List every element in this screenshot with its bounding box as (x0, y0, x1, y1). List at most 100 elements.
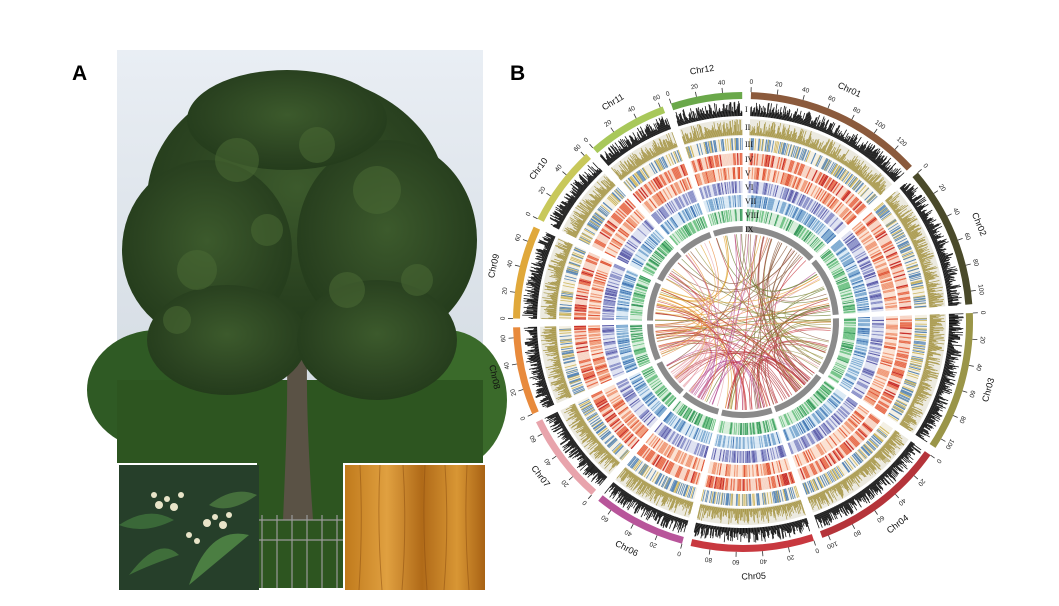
heatmap-cell (837, 357, 849, 363)
track-ii-bar (819, 148, 822, 152)
heatmap-cell (864, 275, 877, 281)
track-ii-bar (749, 508, 751, 515)
heatmap-cell (892, 369, 904, 375)
heatmap-cell (899, 332, 912, 335)
track-iii-mark (909, 363, 922, 368)
track-i-bar (887, 169, 894, 176)
track-i-bar (781, 105, 786, 120)
heatmap-cell (838, 251, 850, 260)
heatmap-cell (830, 371, 842, 379)
track-ii-bar (847, 476, 853, 485)
heatmap-cell (814, 393, 824, 403)
track-ii-bar (828, 488, 834, 498)
track-i-bar (948, 340, 956, 342)
track-ii-bar (774, 506, 777, 511)
track-i-bar (901, 453, 913, 464)
heatmap-cell (751, 436, 753, 449)
heatmap-cell (835, 203, 845, 214)
track-ii-bar (808, 497, 814, 511)
heatmap-cell (868, 350, 881, 355)
heatmap-cell (770, 213, 775, 225)
track-ii-bar (783, 504, 787, 514)
heatmap-cell (673, 449, 680, 462)
track-ii-bar (922, 373, 938, 379)
heatmap-cell (863, 270, 875, 277)
track-i-bar (866, 486, 875, 497)
track-iii-mark (803, 482, 809, 495)
heatmap-cell (774, 185, 779, 198)
heatmap-cell (883, 347, 896, 352)
track-iii-mark (633, 460, 642, 471)
heatmap-cell (864, 365, 876, 371)
track-i-bar (945, 360, 950, 363)
heatmap-cell (868, 390, 880, 398)
track-ii-bar (697, 504, 702, 519)
track-i-bar (814, 514, 818, 520)
track-i-bar (884, 470, 892, 478)
heatmap-cell (764, 434, 769, 447)
tick-label: 40 (759, 557, 767, 565)
heatmap-cell (760, 477, 764, 490)
track-i-bar (579, 452, 584, 456)
track-i-bar (826, 123, 832, 134)
track-i-bar (945, 358, 950, 361)
heatmap-cell (769, 419, 774, 432)
track-i-bar (882, 162, 891, 171)
heatmap-cell (772, 170, 776, 183)
heatmap-cell (874, 229, 886, 238)
track-i-bar (674, 517, 679, 529)
heatmap-cell (726, 450, 730, 463)
track-i-bar (816, 120, 821, 130)
track-ii-bar (902, 419, 911, 425)
heatmap-cell (784, 219, 791, 231)
track-ii-bar (780, 124, 785, 139)
heatmap-cell (871, 318, 884, 321)
heatmap-cell (797, 422, 805, 434)
track-i-bar (770, 109, 773, 118)
heatmap-cell (835, 411, 845, 421)
track-ii-bar (704, 505, 707, 515)
track-i-bar (908, 194, 916, 201)
track-iii-mark (899, 246, 912, 253)
heatmap-cell (709, 475, 714, 488)
track-ii-bar (670, 495, 674, 503)
track-i-bar (948, 322, 959, 323)
heatmap-cell (784, 458, 790, 471)
track-ii-bar (897, 214, 901, 217)
track-ii-bar (892, 205, 898, 210)
heatmap-cell (695, 472, 701, 485)
track-i-bar (928, 229, 933, 233)
heatmap-cell (780, 157, 785, 170)
heatmap-cell (656, 456, 664, 468)
track-i-bar (877, 159, 884, 167)
heatmap-cell (718, 434, 722, 447)
track-ii-bar (929, 336, 934, 338)
track-ii-bar (920, 259, 931, 264)
heatmap-cell (657, 457, 665, 469)
track-i-bar (886, 469, 892, 475)
heatmap-cell (868, 247, 880, 255)
track-i-bar (880, 157, 892, 170)
heatmap-cell (854, 386, 866, 394)
track-iii-mark (912, 349, 925, 352)
track-ii-bar (768, 507, 770, 512)
heatmap-cell (836, 429, 845, 440)
heatmap-cell (724, 464, 728, 477)
heatmap-cell (670, 463, 678, 476)
heatmap-cell (874, 376, 887, 383)
heatmap-cell (848, 196, 858, 207)
heatmap-cell (873, 227, 884, 236)
heatmap-cell (751, 464, 754, 477)
heatmap-cell (875, 263, 887, 269)
heatmap-cell (884, 343, 897, 347)
heatmap-cell (814, 242, 824, 252)
track-ii-bar (659, 490, 663, 496)
track-ii-bar (846, 161, 852, 167)
heatmap-cell (784, 428, 790, 441)
heatmap-cell (677, 420, 685, 432)
track-i-bar (924, 419, 937, 427)
heatmap-cell (845, 399, 856, 408)
heatmap-cell (840, 293, 853, 298)
track-i-bar (934, 397, 940, 401)
